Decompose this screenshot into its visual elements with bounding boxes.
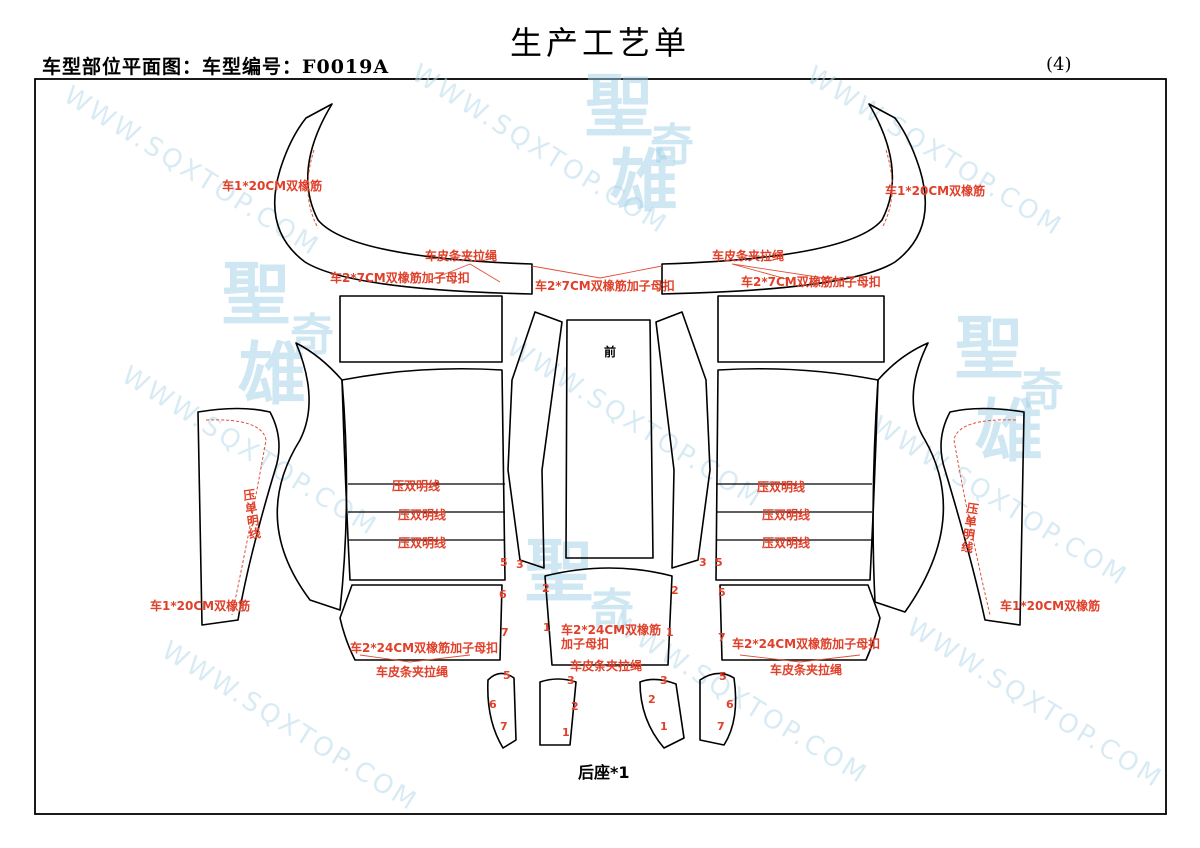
left-bottom-panel bbox=[339, 584, 503, 661]
watermark-url: WWW.SQXTOP.COM bbox=[156, 635, 423, 817]
center-left-strip bbox=[507, 311, 563, 569]
center-back-panel bbox=[565, 319, 654, 559]
left-seat-panel bbox=[341, 367, 506, 581]
label-elastic-24cm-buckle: 车2*24CM双橡筋加子母扣 bbox=[732, 636, 880, 651]
seam-number: 2 bbox=[671, 584, 679, 597]
label-single-topstitch: 压 单 明 线 bbox=[242, 487, 265, 542]
label-leather-pull-rope: 车皮条夹拉绳 bbox=[425, 248, 497, 263]
watermark-logo: 雄 bbox=[975, 392, 1043, 472]
seam-number: 6 bbox=[499, 588, 507, 601]
seam-number: 3 bbox=[567, 674, 575, 687]
seam-numbers: 5 3 3 5 6 5 2 2 7 7 1 1 5 6 7 3 2 1 3 2 … bbox=[489, 556, 734, 739]
right-outer-stitch bbox=[953, 419, 1017, 616]
leader-lines bbox=[359, 263, 861, 663]
watermark-url: WWW.SQXTOP.COM bbox=[501, 332, 768, 514]
label-elastic-24cm-buckle: 车2*24CM双橡筋加子母扣 bbox=[350, 640, 498, 655]
model-subtitle: 车型部位平面图：车型编号：F0019A bbox=[42, 56, 390, 78]
label-double-topstitch: 压双明线 bbox=[762, 507, 810, 522]
label-elastic-7cm-buckle: 车2*7CM双橡筋加子母扣 bbox=[330, 270, 470, 285]
left-outer-stitch bbox=[205, 419, 267, 616]
seam-number: 5 bbox=[715, 556, 723, 569]
label-double-topstitch: 压双明线 bbox=[757, 479, 805, 494]
seam-number: 3 bbox=[660, 674, 668, 687]
drawing-frame bbox=[34, 78, 1167, 815]
right-bottom-panel bbox=[719, 584, 881, 661]
label-leather-pull-rope: 车皮条夹拉绳 bbox=[770, 662, 842, 677]
watermark-logo: 聖 bbox=[585, 67, 653, 147]
right-side-bolster bbox=[872, 342, 945, 613]
watermark-layer: WWW.SQXTOP.COM WWW.SQXTOP.COM WWW.SQXTOP… bbox=[58, 58, 1168, 817]
label-elastic-24cm-line1: 车2*24CM双橡筋 bbox=[561, 622, 661, 637]
seam-number: 6 bbox=[489, 698, 497, 711]
label-elastic-20cm: 车1*20CM双橡筋 bbox=[222, 178, 322, 193]
watermark-logo: 聖 bbox=[222, 255, 290, 335]
label-double-topstitch: 压双明线 bbox=[762, 535, 810, 550]
left-side-bolster bbox=[276, 342, 348, 611]
label-leather-pull-rope: 车皮条夹拉绳 bbox=[376, 664, 448, 679]
page-title: 生产工艺单 bbox=[509, 24, 690, 62]
watermark-logo: 雄 bbox=[238, 335, 306, 415]
label-double-topstitch: 压双明线 bbox=[398, 507, 446, 522]
seam-number: 7 bbox=[501, 626, 509, 639]
label-double-topstitch: 压双明线 bbox=[398, 535, 446, 550]
caption-rear-seat: 后座*1 bbox=[578, 763, 630, 782]
watermark-logo: 雄 bbox=[610, 142, 678, 222]
seam-number: 2 bbox=[648, 693, 656, 706]
watermark-url: WWW.SQXTOP.COM bbox=[801, 60, 1068, 242]
watermark-logo: 奇 bbox=[590, 585, 634, 636]
page-number: (4) bbox=[1046, 54, 1072, 75]
left-top-arch-piece bbox=[273, 103, 533, 295]
watermark-logo: 奇 bbox=[650, 120, 694, 171]
seam-number: 1 bbox=[666, 626, 674, 639]
label-leather-pull-rope: 车皮条夹拉绳 bbox=[712, 248, 784, 263]
label-elastic-7cm-buckle: 车2*7CM双橡筋加子母扣 bbox=[741, 274, 881, 289]
watermark-logo: 聖 bbox=[955, 309, 1023, 389]
label-front: 前 bbox=[604, 344, 616, 359]
label-single-topstitch: 压 单 明 线 bbox=[960, 501, 983, 556]
seam-number: 5 bbox=[503, 669, 511, 682]
seam-number: 5 bbox=[719, 670, 727, 683]
left-outer-side-piece bbox=[197, 407, 280, 626]
seam-number: 2 bbox=[571, 700, 579, 713]
annotations: 车1*20CM双橡筋 车1*20CM双橡筋 车1*20CM双橡筋 车1*20CM… bbox=[150, 178, 1100, 679]
small-piece-4 bbox=[699, 672, 737, 746]
watermark-url: WWW.SQXTOP.COM bbox=[901, 612, 1168, 794]
seam-number: 2 bbox=[542, 582, 550, 595]
watermark-logo: 聖 bbox=[525, 532, 593, 612]
seam-number: 3 bbox=[699, 556, 707, 569]
label-elastic-20cm: 车1*20CM双橡筋 bbox=[1000, 598, 1100, 613]
right-arch-stitch bbox=[881, 149, 893, 229]
center-bottom-panel bbox=[544, 567, 673, 666]
small-piece-3 bbox=[639, 678, 685, 749]
seam-number: 6 bbox=[726, 698, 734, 711]
small-piece-1 bbox=[486, 672, 517, 749]
right-outer-side-piece bbox=[940, 407, 1025, 626]
seam-number: 7 bbox=[717, 720, 725, 733]
right-headrest-panel bbox=[717, 295, 885, 363]
seam-number: 5 bbox=[718, 586, 726, 599]
label-elastic-7cm-buckle: 车2*7CM双橡筋加子母扣 bbox=[535, 278, 675, 293]
seam-number: 1 bbox=[562, 726, 570, 739]
right-top-arch-piece bbox=[661, 103, 927, 295]
label-elastic-20cm: 车1*20CM双橡筋 bbox=[150, 598, 250, 613]
seam-number: 5 bbox=[500, 556, 508, 569]
left-arch-stitch bbox=[307, 149, 319, 229]
label-double-topstitch: 压双明线 bbox=[392, 478, 440, 493]
left-headrest-panel bbox=[339, 295, 503, 363]
label-leather-pull-rope: 车皮条夹拉绳 bbox=[570, 658, 642, 673]
seam-number: 7 bbox=[718, 631, 726, 644]
label-elastic-24cm-line2: 加子母扣 bbox=[560, 636, 609, 651]
label-elastic-20cm: 车1*20CM双橡筋 bbox=[885, 183, 985, 198]
seam-number: 1 bbox=[543, 621, 551, 634]
center-right-strip bbox=[655, 311, 711, 569]
seam-number: 1 bbox=[660, 720, 668, 733]
seam-number: 3 bbox=[516, 558, 524, 571]
watermark-logo: 奇 bbox=[1020, 365, 1064, 416]
seam-number: 7 bbox=[500, 720, 508, 733]
small-piece-2 bbox=[539, 678, 577, 746]
watermark-url: WWW.SQXTOP.COM bbox=[58, 80, 325, 262]
